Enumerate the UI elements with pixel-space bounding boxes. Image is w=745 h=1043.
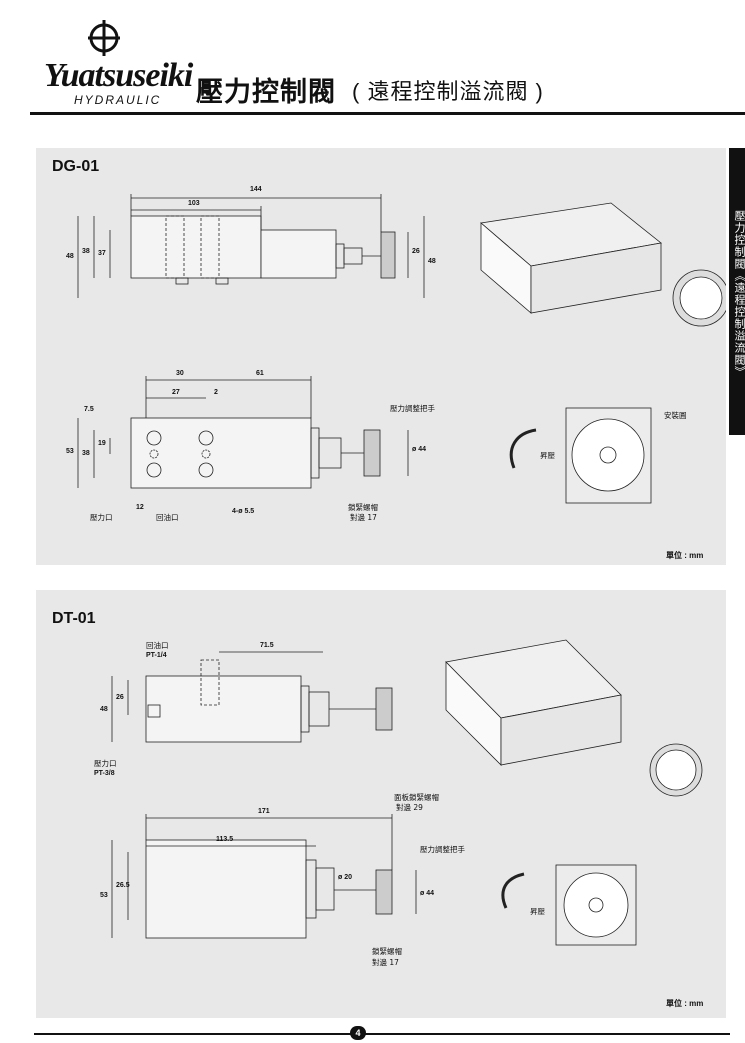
panel-dt01: DT-01 回油口 PT- [36,590,726,1018]
dt-dim-113-5: 113.5 [216,836,234,843]
dt-dim-171: 171 [258,808,270,815]
dim-144: 144 [250,186,262,193]
dim-48b: 48 [428,258,436,265]
dt-dim-20: ø 20 [338,874,353,881]
dt-dim-26: 26 [116,694,124,701]
dt-label-pressure-port: 壓力口 [94,759,117,768]
side-tab: 壓力控制閥《遠程控制溢流閥》 [729,148,745,435]
dt-label-return-port: 回油口 [146,641,169,650]
dim-12: 12 [136,504,144,511]
dim-103: 103 [188,200,200,207]
dt-dim-53: 53 [100,892,108,899]
panel-dg01: DG-01 [36,148,726,565]
dim-48a: 48 [66,253,74,260]
label-across-17: 對邊 17 [350,513,377,522]
page-title: 壓力控制閥 [196,77,336,107]
model-title-dg01: DG-01 [52,158,100,175]
dt-dim-26-5: 26.5 [116,882,130,889]
brand-sub: HYDRAULIC [74,93,162,107]
brand-name: Yuatsuseiki [44,57,193,94]
footer-rule [34,1033,730,1035]
dt-dim-48: 48 [100,706,108,713]
label-pressure-port: 壓力口 [90,513,113,522]
unit-label-dt01: 單位 : mm [666,999,704,1008]
dt-dim-44: ø 44 [420,890,435,897]
dim-4-5-5: 4-ø 5.5 [232,508,255,515]
dim-7-5: 7.5 [84,406,94,413]
header-rule [30,112,745,115]
dim-53: 53 [66,448,74,455]
dim-30: 30 [176,370,184,377]
model-title-dt01: DT-01 [52,610,96,627]
page-subtitle: ( 遠程控制溢流閥 ) [352,79,544,104]
dim-27: 27 [172,389,180,396]
label-mounting-ring: 安裝圓 [664,411,687,420]
label-pressure-knob: 壓力調整把手 [390,404,435,413]
dim-2: 2 [214,389,218,396]
dt-label-raise: 昇壓 [530,907,545,916]
label-lock-nut: 鎖緊螺帽 [348,503,378,512]
dt-label-across-17: 對邊 17 [372,958,399,967]
dim-44: ø 44 [412,446,427,453]
dt-dim-71-5: 71.5 [260,642,274,649]
dim-38a: 38 [82,248,90,255]
dg01-drawing [77,194,726,504]
dim-61: 61 [256,370,264,377]
dt-label-pressure-pt: PT-3/8 [94,770,115,777]
dt-label-across-29: 對邊 29 [396,803,423,812]
brand-logo-symbol [88,20,120,56]
unit-label-dg01: 單位 : mm [666,551,704,560]
dim-37: 37 [98,250,106,257]
dim-19: 19 [98,440,106,447]
dt-label-lock-nut: 鎖緊螺帽 [372,947,402,956]
page-number: 4 [350,1026,366,1040]
dt-label-pressure-knob: 壓力調整把手 [420,845,465,854]
dt-label-return-pt: PT-1/4 [146,652,167,659]
dt01-drawing [111,639,703,946]
label-raise: 昇壓 [540,451,555,460]
label-return-port: 回油口 [156,513,179,522]
dim-26: 26 [412,248,420,255]
dim-38b: 38 [82,450,90,457]
dt-label-panel-nut: 面板鎖緊螺帽 [394,793,439,802]
